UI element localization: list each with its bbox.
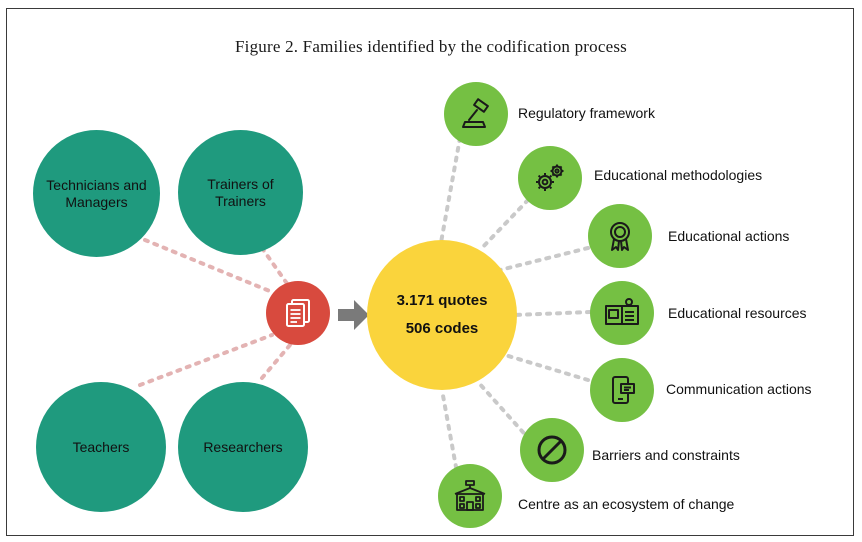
- codes-count: 506 codes: [405, 320, 479, 337]
- book-resources-icon: [605, 298, 639, 325]
- award-ribbon-icon: [610, 222, 630, 251]
- family-label: Educational actions: [668, 228, 790, 244]
- family-communication-actions: [590, 358, 654, 422]
- family-label: Barriers and constraints: [592, 447, 740, 463]
- family-educational-actions: [588, 204, 652, 268]
- link-technicians: [143, 238, 274, 294]
- link-researchers: [260, 343, 292, 380]
- link-teachers: [138, 333, 274, 387]
- school-building-icon: [454, 480, 486, 511]
- flow-arrow: [338, 300, 369, 330]
- source-teachers: Teachers: [36, 382, 166, 512]
- family-educational-methodologies: [518, 146, 582, 210]
- documents-icon: [286, 299, 310, 327]
- link-ecosystem: [440, 388, 460, 480]
- family-regulatory-framework: [444, 82, 508, 146]
- figure-title: Figure 2. Families identified by the cod…: [235, 37, 627, 56]
- link-communication: [503, 353, 590, 382]
- source-label: Researchers: [203, 438, 283, 455]
- prohibited-icon: [537, 435, 567, 465]
- family-label: Centre as an ecosystem of change: [518, 496, 735, 512]
- family-label: Communication actions: [666, 381, 812, 397]
- family-label: Educational methodologies: [594, 167, 763, 183]
- phone-message-icon: [612, 376, 635, 404]
- link-barriers: [476, 380, 532, 442]
- source-label: Technicians and Managers: [46, 176, 147, 210]
- quotes-count: 3.171 quotes: [396, 292, 488, 309]
- family-label: Educational resources: [668, 305, 807, 321]
- family-centre-ecosystem: [438, 464, 502, 528]
- family-label: Regulatory framework: [518, 105, 655, 121]
- center-node: 3.171 quotes 506 codes: [367, 240, 517, 390]
- source-label: Teachers: [72, 438, 130, 455]
- source-label: Trainers of Trainers: [207, 175, 274, 209]
- link-methodologies: [478, 198, 530, 252]
- link-trainers: [260, 246, 290, 287]
- gears-icon: [536, 164, 564, 191]
- link-resources: [513, 310, 592, 317]
- document-node: [266, 281, 330, 345]
- link-regulatory: [438, 136, 462, 250]
- link-actions: [498, 246, 590, 272]
- family-barriers-constraints: [520, 418, 584, 482]
- source-researchers: Researchers: [178, 382, 308, 512]
- source-technicians-managers: Technicians and Managers: [33, 130, 160, 257]
- gavel-icon: [462, 98, 489, 128]
- source-trainers-of-trainers: Trainers of Trainers: [178, 130, 303, 255]
- family-educational-resources: [590, 281, 654, 345]
